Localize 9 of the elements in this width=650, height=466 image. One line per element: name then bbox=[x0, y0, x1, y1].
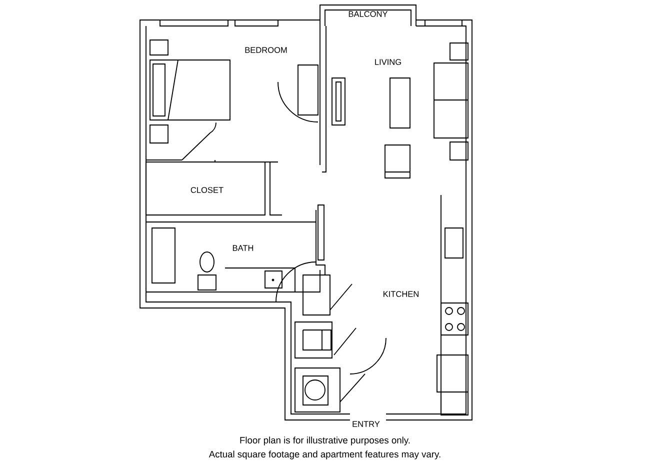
note: Actual square footage and apartment features may vary. bbox=[208, 450, 440, 460]
room-label: CLOSET bbox=[190, 187, 224, 193]
room-label: BATH bbox=[232, 245, 254, 251]
room-label: LIVING bbox=[375, 59, 401, 65]
room-label: BALCONY bbox=[348, 11, 388, 17]
room-label: BEDROOM bbox=[245, 47, 287, 53]
room-label: KITCHEN bbox=[384, 291, 418, 297]
room-label: ENTRY bbox=[352, 421, 380, 427]
caption: Floor plan is for illustrative purposes only. bbox=[240, 436, 410, 446]
